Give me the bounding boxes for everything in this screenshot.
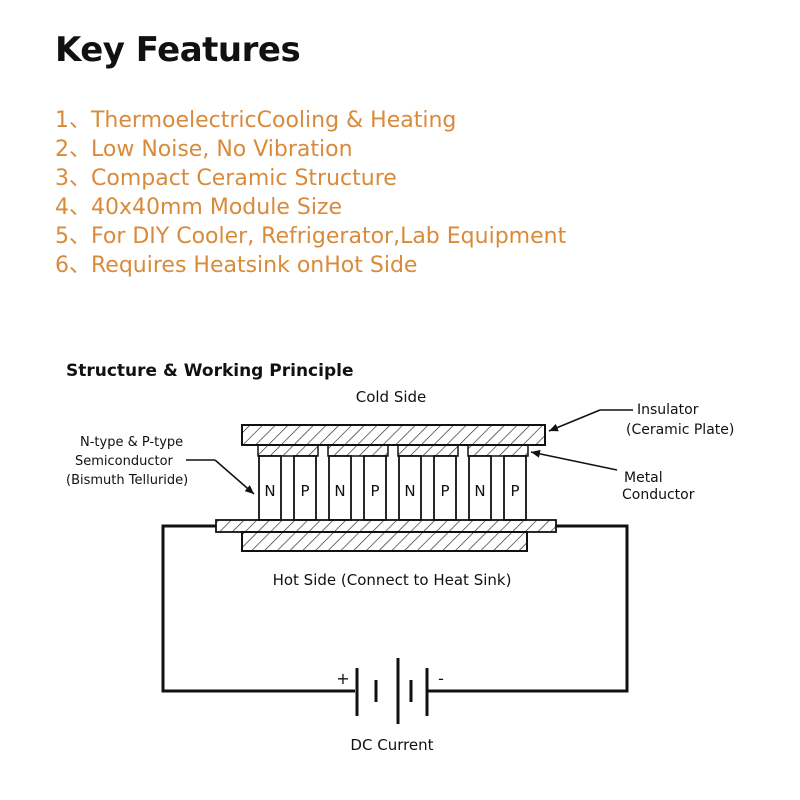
metal-conductor-pointer bbox=[530, 449, 618, 471]
pellet-label: P bbox=[510, 482, 519, 500]
diagram-heading: Structure & Working Principle bbox=[66, 361, 353, 381]
battery-icon bbox=[355, 658, 429, 724]
dc-current-label: DC Current bbox=[350, 736, 433, 754]
semiconductor-label: N-type & P-type bbox=[80, 435, 183, 450]
insulator-pointer bbox=[548, 409, 601, 432]
feature-item: 3、Compact Ceramic Structure bbox=[55, 166, 397, 191]
pellet-label: N bbox=[404, 482, 415, 500]
top-metal-conductor bbox=[327, 444, 389, 457]
bottom-ceramic-plate bbox=[241, 531, 528, 552]
pellet-label: P bbox=[370, 482, 379, 500]
page-title: Key Features bbox=[55, 30, 301, 70]
minus-terminal-label: - bbox=[438, 669, 444, 688]
insulator-label: (Ceramic Plate) bbox=[626, 422, 734, 438]
semiconductor-label: Semiconductor bbox=[75, 454, 174, 469]
plus-terminal-label: + bbox=[336, 669, 349, 688]
circuit-wire-right bbox=[428, 524, 629, 693]
pellet-label: P bbox=[300, 482, 309, 500]
bottom-metal-conductor bbox=[215, 519, 557, 533]
feature-item: 2、Low Noise, No Vibration bbox=[55, 137, 353, 162]
pellet-label: N bbox=[474, 482, 485, 500]
hot-side-label: Hot Side (Connect to Heat Sink) bbox=[273, 571, 512, 589]
metal-conductor-label: Conductor bbox=[622, 487, 695, 503]
top-metal-conductor bbox=[467, 444, 529, 457]
feature-item: 5、For DIY Cooler, Refrigerator,Lab Equip… bbox=[55, 224, 567, 249]
feature-item: 1、ThermoelectricCooling & Heating bbox=[55, 108, 457, 133]
peltier-structure-diagram: Structure & Working Principle Cold Side … bbox=[66, 361, 734, 754]
feature-item: 4、40x40mm Module Size bbox=[55, 195, 343, 220]
pellet-label: N bbox=[264, 482, 275, 500]
cold-side-label: Cold Side bbox=[356, 388, 427, 406]
feature-item: 6、Requires Heatsink onHot Side bbox=[55, 253, 418, 278]
circuit-wire-left bbox=[161, 524, 355, 693]
semiconductor-label: (Bismuth Telluride) bbox=[66, 473, 188, 488]
pellet-label: N bbox=[334, 482, 345, 500]
insulator-label: Insulator bbox=[637, 402, 699, 418]
top-metal-conductor bbox=[397, 444, 459, 457]
metal-conductor-label: Metal bbox=[624, 470, 663, 486]
top-ceramic-plate bbox=[241, 424, 546, 446]
feature-list: 1、ThermoelectricCooling & Heating 2、Low … bbox=[55, 106, 566, 280]
top-metal-conductor bbox=[257, 444, 319, 457]
semiconductor-pointer bbox=[214, 459, 255, 495]
pellet-label: P bbox=[440, 482, 449, 500]
pellet-array: N P N P N P N P bbox=[258, 455, 527, 521]
